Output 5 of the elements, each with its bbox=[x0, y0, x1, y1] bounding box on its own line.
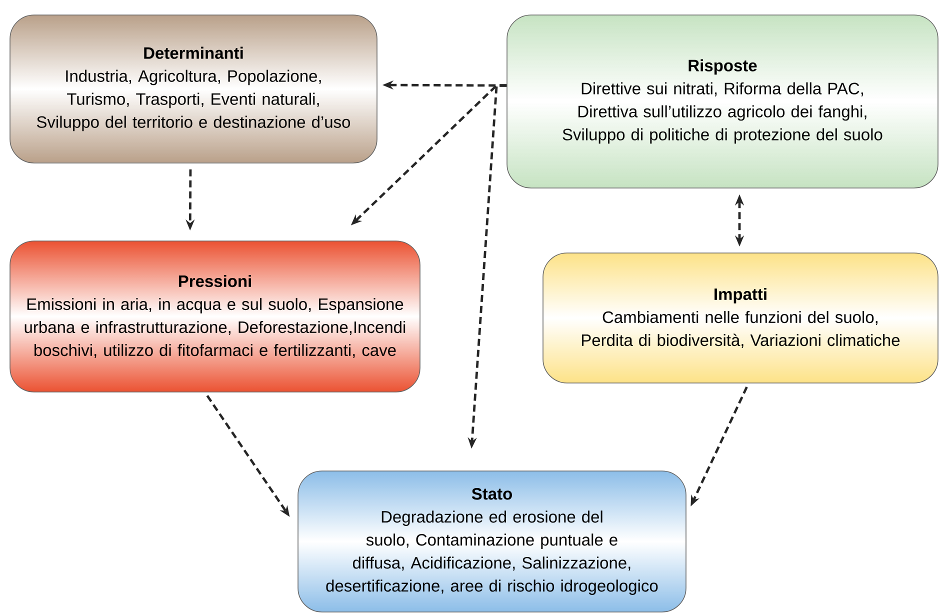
process-box: Impatti Cambiamenti nelle funzioni del suolo, Perdita di biodiversità, Variazioni climatiche bbox=[542, 252, 938, 384]
process-box: Stato Degradazione ed erosione del suolo, Contaminazione puntuale e diffusa, Acidificazione, Salinizzazione, desertificazione, aree di rischio idrogeologico bbox=[298, 470, 686, 612]
process-box: Determinanti Industria, Agricoltura, Popolazione, Turismo, Trasporti, Eventi naturali, Sviluppo del territorio e destinazione d’uso bbox=[10, 14, 378, 164]
process-box: Risposte Direttive sui nitrati, Riforma della PAC, Direttiva sull’utilizzo agricolo dei fanghi, Sviluppo di politiche di protezione del suolo bbox=[506, 14, 938, 188]
process-box: Pressioni Emissioni in aria, in acqua e sul suolo, Espansione urbana e infrastrutturazione, Deforestazione,Incendi boschivi, utilizzo di fitofarmaci e fertilizzanti, cave bbox=[10, 240, 420, 392]
